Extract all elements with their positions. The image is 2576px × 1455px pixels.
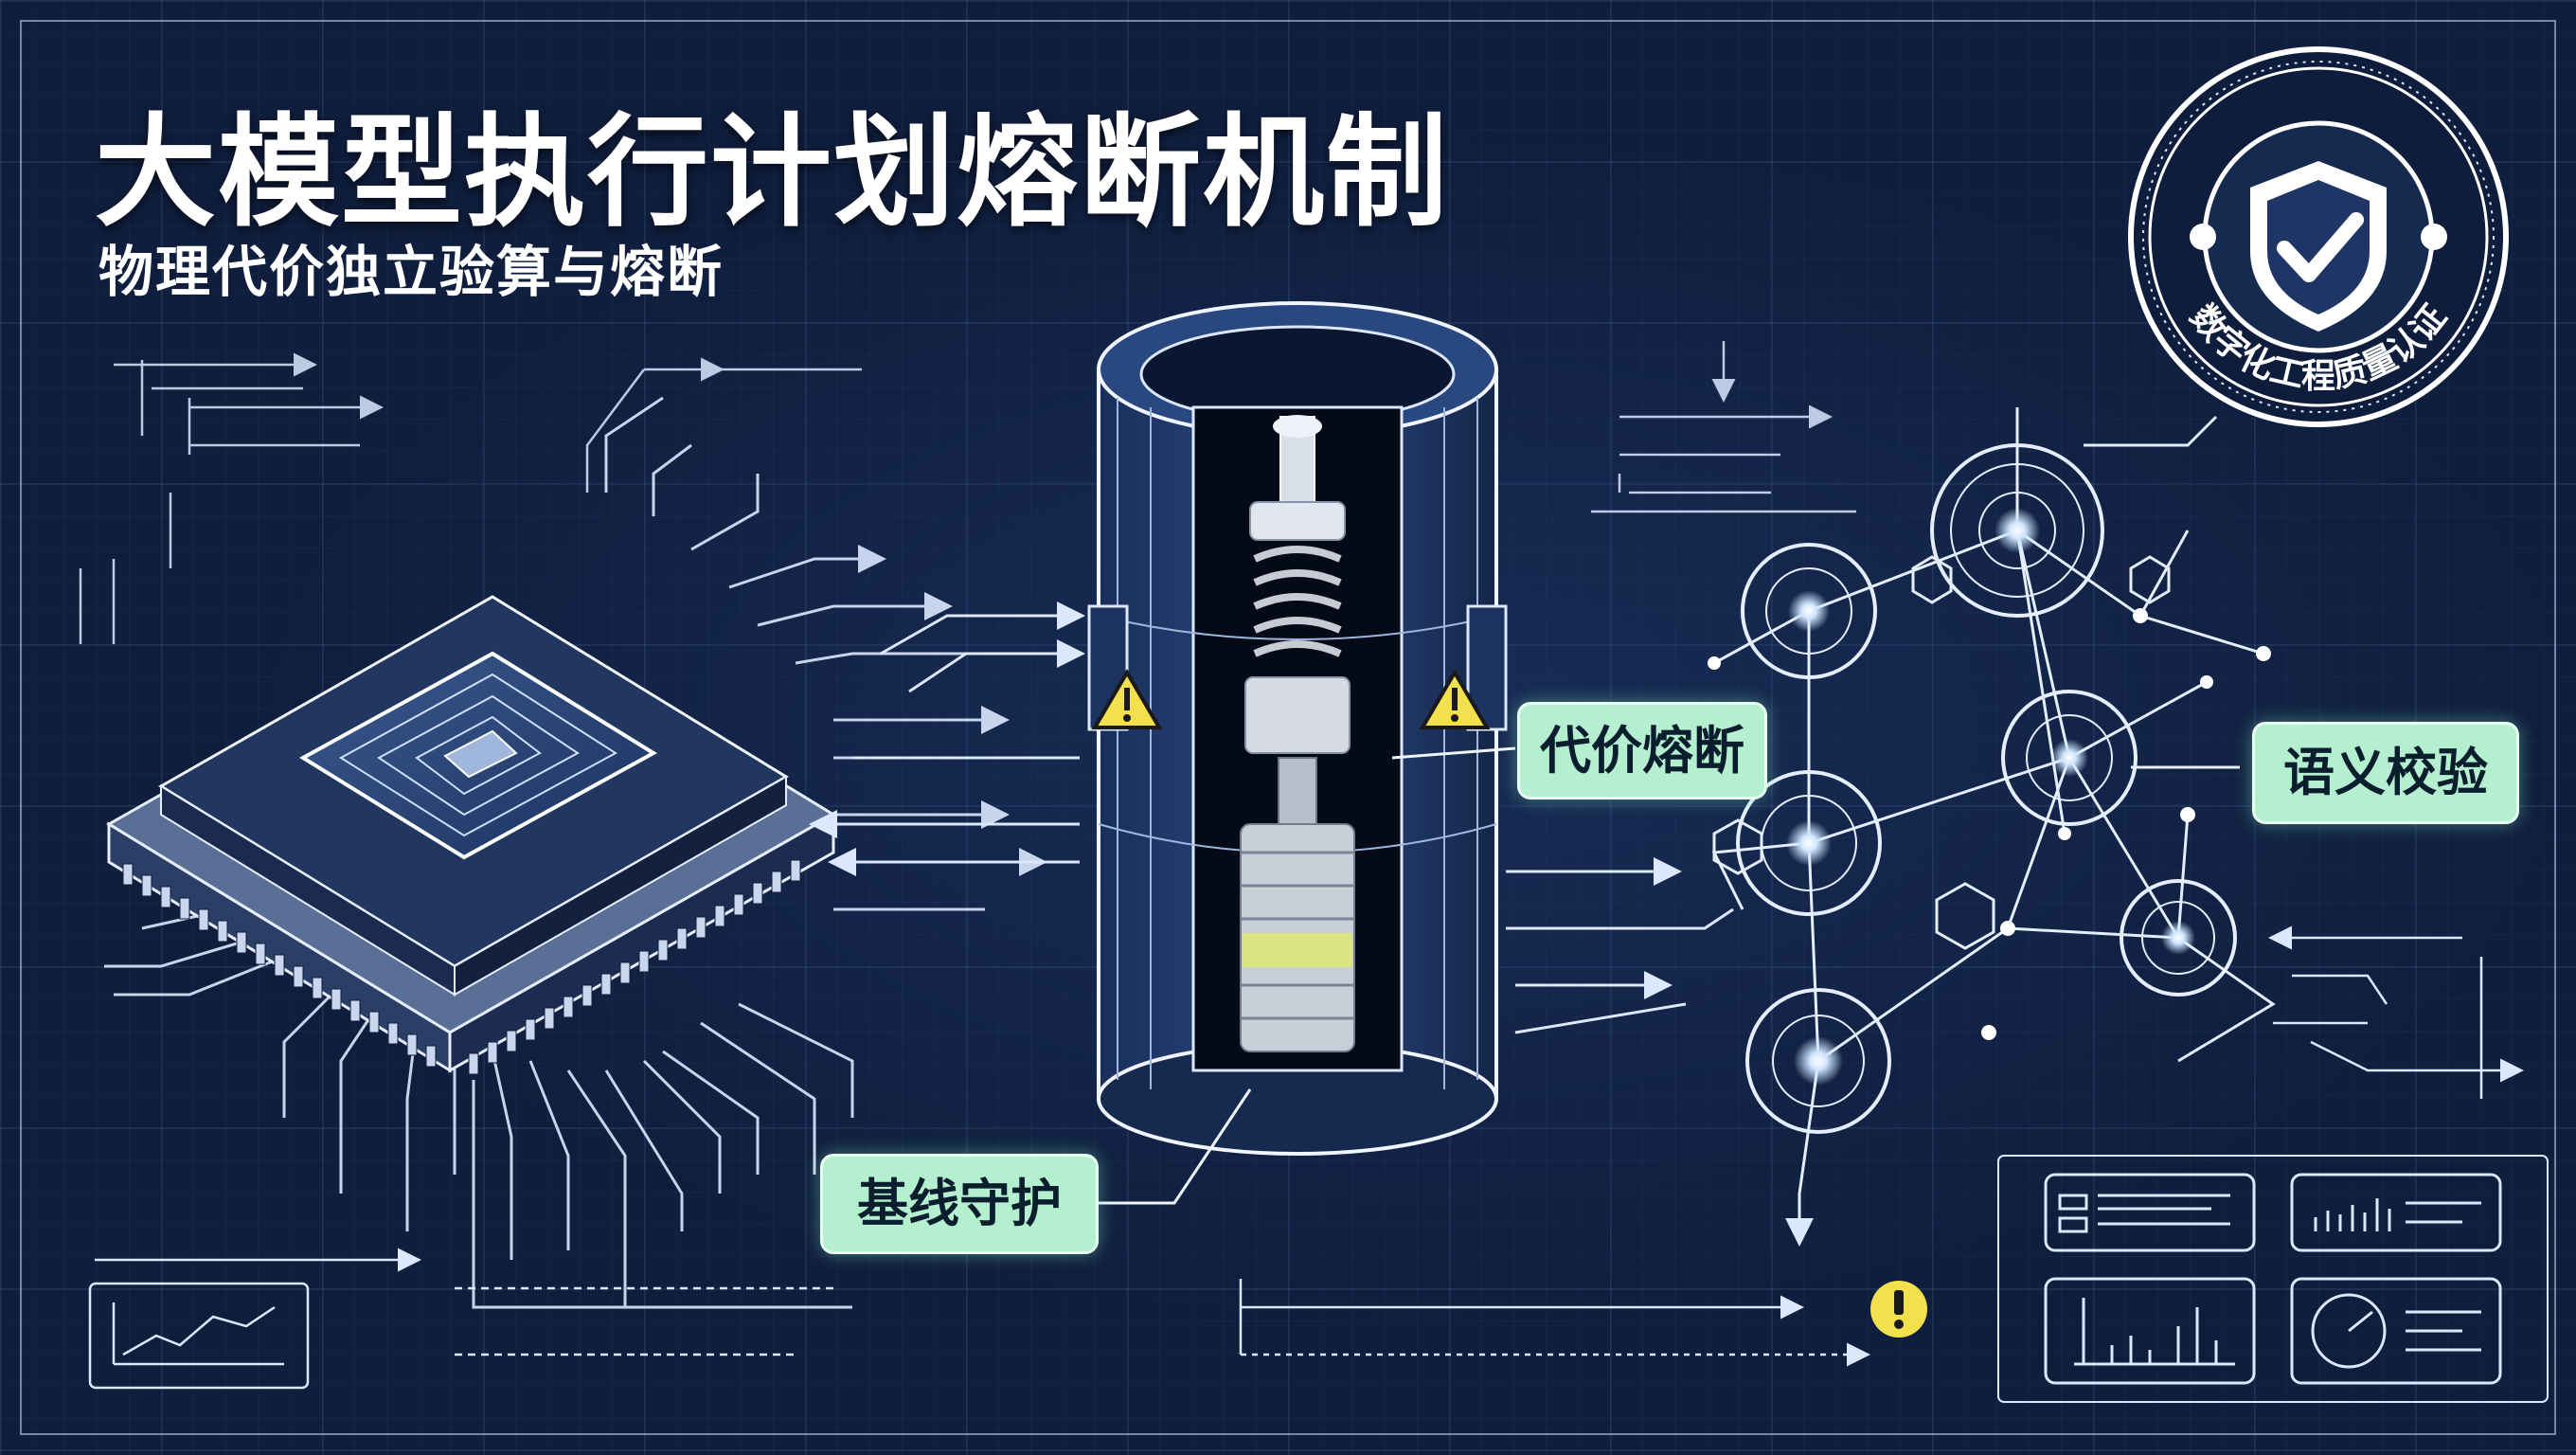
frame-border bbox=[20, 20, 2556, 1435]
exclamation-circle-icon bbox=[1870, 1281, 1927, 1338]
page-title: 大模型执行计划熔断机制 bbox=[95, 102, 1450, 243]
signal-arrows-left bbox=[809, 602, 1085, 876]
processor-chip bbox=[104, 396, 1047, 1309]
shield-check-icon bbox=[2250, 161, 2387, 332]
dimension-marks-lower-right bbox=[2268, 925, 2524, 1099]
dimension-marks-left bbox=[79, 352, 862, 644]
semantic-network bbox=[1708, 407, 2276, 1247]
page-subtitle: 物理代价独立验算与熔断 bbox=[98, 240, 724, 304]
mini-chart-panel bbox=[88, 1248, 1870, 1390]
dimension-marks-right bbox=[1591, 341, 1856, 513]
cost-fuse-label: 代价熔断 bbox=[1517, 702, 1767, 799]
fuse-cylinder bbox=[1087, 301, 1516, 1205]
baseline-guard-label: 基线守护 bbox=[820, 1154, 1099, 1254]
dashboard-panels bbox=[1997, 1155, 2549, 1403]
semantic-check-label: 语义校验 bbox=[2252, 722, 2519, 824]
signal-arrows-right bbox=[1506, 857, 1734, 1034]
warning-triangle-icon bbox=[1091, 669, 1163, 729]
warning-triangle-icon bbox=[1419, 669, 1491, 729]
